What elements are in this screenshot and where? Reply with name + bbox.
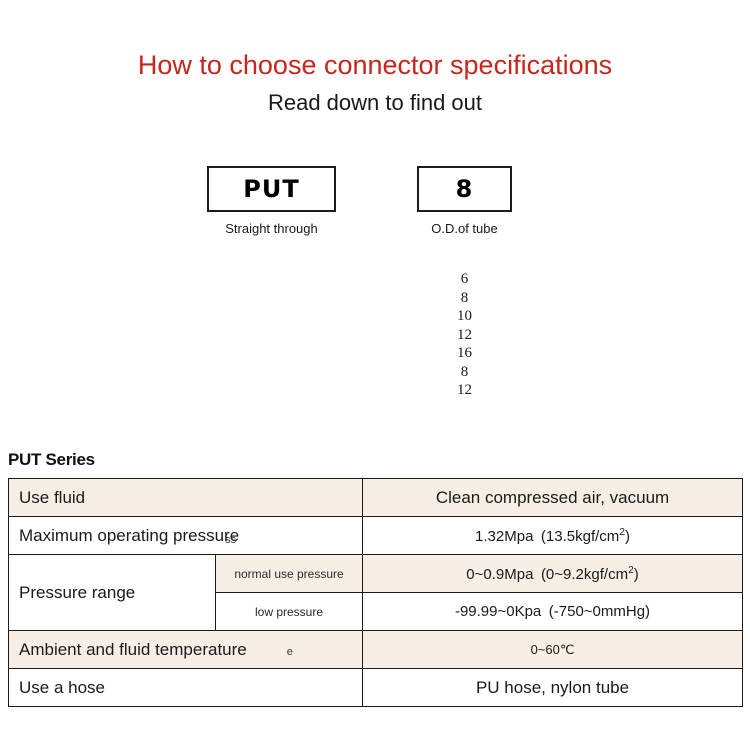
od-code-box: 8 [417, 166, 512, 212]
spec-value-max-pressure-paren: (13.5kgf/cm [540, 527, 620, 545]
spec-label-ambient-temperature: Ambient and fluid temperature e [7, 630, 364, 669]
spec-sublabel-low-pressure: low pressure [214, 592, 364, 631]
spec-value-normal-use-pressure: 0~0.9Mpa (0~9.2kgf/cm2) [362, 554, 744, 593]
od-option-item: 16 [457, 345, 472, 361]
spec-value-max-pressure-tail: ) [624, 527, 630, 545]
table-row: Maximum operating pressuress 1.32Mpa (13… [7, 516, 744, 555]
specification-table: Use fluid Clean compressed air, vacuum M… [7, 478, 744, 707]
od-option-item: 8 [460, 289, 469, 306]
page-subtitle: Read down to find out [267, 90, 483, 115]
od-option-item: 12 [457, 326, 472, 343]
spec-value-normal-main: 0~0.9Mpa [466, 565, 534, 583]
spec-value-normal-tail: ) [633, 565, 639, 583]
od-option-item: 6 [460, 271, 469, 287]
spec-label-max-pressure-text: Maximum operating pressure [19, 525, 240, 545]
spec-value-normal-sup: 2 [628, 564, 634, 576]
od-option-list: 6 8 10 12 16 8 12 [417, 270, 512, 400]
series-heading: PUT Series [8, 450, 95, 469]
spec-value-low-pressure: -99.99~0Kpa (-750~0mmHg) [362, 592, 744, 631]
page-title: How to choose connector specifications [137, 50, 613, 80]
od-option-item: 8 [460, 363, 469, 380]
spec-value-max-pressure: 1.32Mpa (13.5kgf/cm2) [362, 516, 744, 555]
spec-label-ambient-temperature-text: Ambient and fluid temperature [19, 639, 247, 659]
spec-label-pressure-range: Pressure range [8, 554, 216, 631]
spec-value-ambient-temperature: 0~60℃ [362, 630, 744, 669]
table-row: Ambient and fluid temperature e 0~60℃ [7, 630, 744, 669]
spec-value-normal-paren: (0~9.2kgf/cm [540, 565, 629, 583]
od-code-text: 8 [455, 175, 474, 203]
spec-value-max-pressure-sup: 2 [619, 526, 625, 538]
spec-label-use-fluid: Use fluid [7, 478, 364, 517]
scan-artifact-glyph: ss [225, 533, 237, 546]
spec-sublabel-normal-use-pressure: normal use pressure [214, 554, 364, 593]
od-option-item: 12 [457, 382, 472, 398]
series-code-box: PUT [207, 166, 336, 212]
od-code-caption: O.D.of tube [431, 221, 498, 236]
table-row: Use fluid Clean compressed air, vacuum [7, 478, 744, 517]
spec-value-use-fluid: Clean compressed air, vacuum [362, 478, 744, 517]
spec-value-max-pressure-main: 1.32Mpa [475, 527, 534, 545]
table-row: Pressure range normal use pressure 0~0.9… [8, 554, 744, 631]
series-code-text: PUT [243, 175, 300, 203]
od-option-item: 10 [457, 308, 472, 324]
spec-label-use-a-hose: Use a hose [7, 668, 364, 707]
series-code-caption: Straight through [225, 221, 318, 236]
spec-label-max-pressure: Maximum operating pressuress [7, 516, 364, 555]
table-row: Use a hose PU hose, nylon tube [7, 668, 744, 707]
scan-artifact-glyph: e [286, 645, 293, 658]
spec-value-use-a-hose: PU hose, nylon tube [362, 668, 744, 707]
